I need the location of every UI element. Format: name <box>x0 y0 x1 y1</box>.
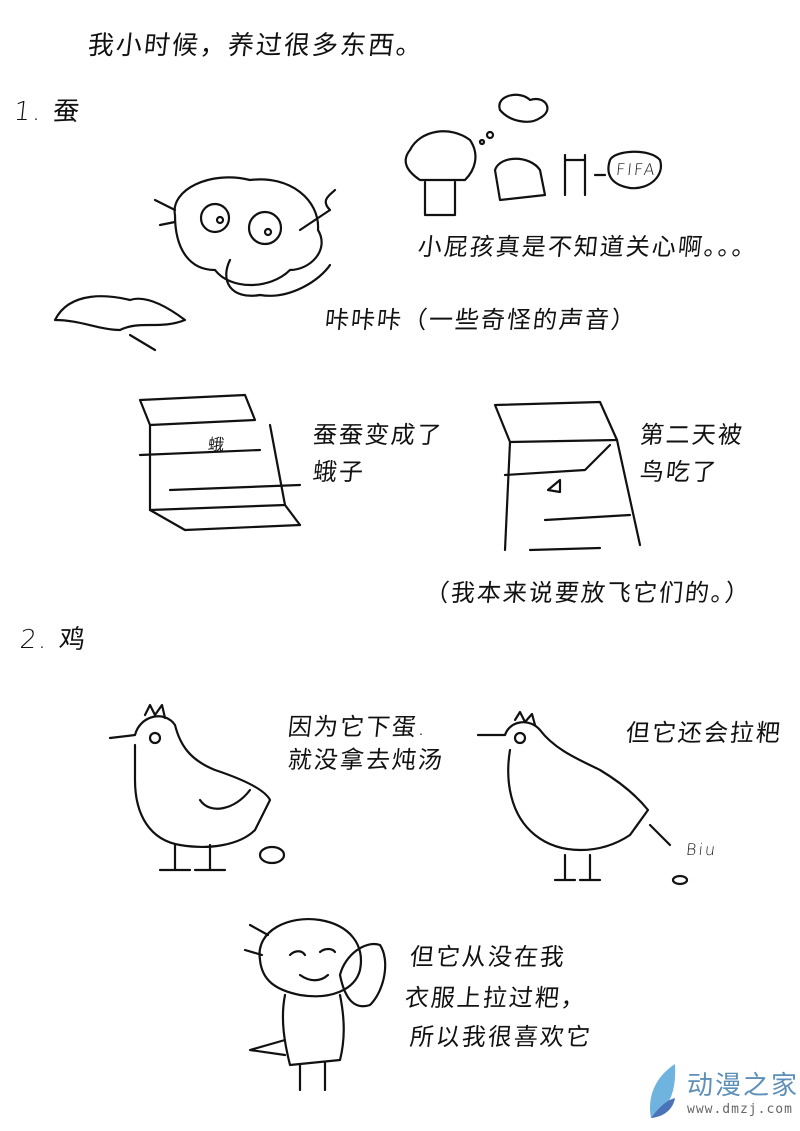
caption-kid: 小屁孩真是不知道关心啊。。。 <box>416 233 760 261</box>
watermark-logo: 动漫之家 www.dmzj.com <box>645 1062 799 1120</box>
empty-box-drawing <box>493 400 642 552</box>
caption-ending-line2: 衣服上拉过粑， <box>403 984 589 1012</box>
caption-chicken2: 但它还会拉粑 <box>624 719 784 747</box>
chicken-pooping-drawing <box>476 710 689 886</box>
caption-release-note: （我本来说要放飞它们的。） <box>423 579 753 607</box>
caption-chicken1-line2: 就没拿去炖汤 <box>286 746 446 774</box>
caption-box2-line1: 第二天被 <box>638 421 746 449</box>
caption-sound: 咔咔咔（一些奇怪的声音） <box>323 306 639 334</box>
chicken-with-egg-drawing <box>108 703 286 872</box>
box-with-moths-drawing <box>138 393 302 532</box>
box-moth-label: 蛾 <box>207 435 228 454</box>
caption-ending-line3: 所以我很喜欢它 <box>408 1023 594 1051</box>
thought-bubble-label: FIFA <box>615 160 658 179</box>
caption-chicken1-line1: 因为它下蛋. <box>286 713 430 741</box>
silkworm-creature-drawing <box>53 176 337 352</box>
watermark-name: 动漫之家 <box>687 1071 800 1101</box>
sfx-biu: Biu <box>685 840 719 859</box>
section-heading-chicken: 2. 鸡 <box>18 625 89 655</box>
section-heading-silkworm: 1. 蚕 <box>12 97 83 127</box>
page-title: 我小时候，养过很多东西。 <box>86 31 426 61</box>
kid-at-computer-drawing <box>404 93 663 217</box>
caption-box1-line2: 蛾子 <box>311 458 367 486</box>
caption-ending-line1: 但它从没在我 <box>408 943 568 971</box>
caption-box2-line2: 鸟吃了 <box>638 458 720 486</box>
feather-icon <box>650 1064 676 1118</box>
girl-hugging-chicken-drawing <box>243 917 387 1092</box>
caption-box1-line1: 蚕蚕变成了 <box>311 421 445 449</box>
watermark-url: www.dmzj.com <box>687 1102 793 1117</box>
